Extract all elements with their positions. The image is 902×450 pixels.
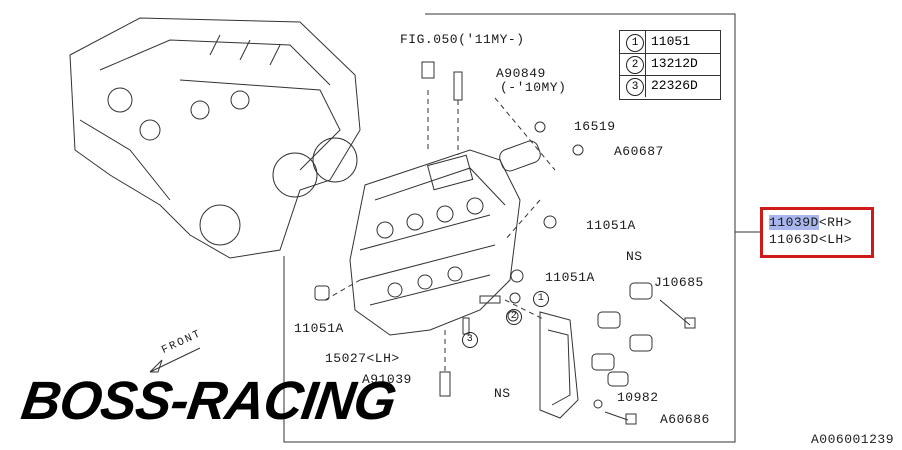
callout-16519: 16519 <box>574 119 616 134</box>
fig-reference[interactable]: FIG.050('11MY-) <box>400 32 525 47</box>
callout-j10685: J10685 <box>654 275 704 290</box>
legend-part-number: 11051 <box>651 34 691 49</box>
side-lh: <LH> <box>818 232 853 247</box>
callout-ns: NS <box>626 249 643 264</box>
callout-10982: 10982 <box>617 390 659 405</box>
legend-number: 3 <box>626 78 644 96</box>
callout-15027: 15027<LH> <box>325 351 400 366</box>
diagram-id: A006001239 <box>810 432 894 447</box>
callout-circle-3: 3 <box>462 332 478 348</box>
legend-table: 1 11051 2 13212D 3 22326D <box>619 30 721 100</box>
legend-part-number: 22326D <box>651 78 698 93</box>
callout-a91039: A91039 <box>362 372 412 387</box>
brand-watermark: BOSS-RACING <box>17 371 400 431</box>
callout-a60687: A60687 <box>614 144 664 159</box>
callout-11051a: 11051A <box>545 270 595 285</box>
legend-row: 3 22326D <box>620 75 720 97</box>
callout-a90849: A90849 <box>496 66 546 81</box>
part-number-rh[interactable]: 11039D <box>769 215 819 230</box>
legend-part-number: 13212D <box>651 56 698 71</box>
callout-a60686: A60686 <box>660 412 710 427</box>
callout-11051a: 11051A <box>294 321 344 336</box>
part-11063d-row[interactable]: 11063D<LH> <box>769 232 852 247</box>
legend-row: 1 11051 <box>620 31 720 54</box>
part-11039d-row[interactable]: 11039D<RH> <box>769 215 852 230</box>
highlight-box <box>760 207 874 258</box>
side-rh: <RH> <box>818 215 853 230</box>
callout-circle-1: 1 <box>533 291 549 307</box>
part-number-lh[interactable]: 11063D <box>769 232 819 247</box>
legend-number: 1 <box>626 34 644 52</box>
legend-number: 2 <box>626 56 644 74</box>
callout-circle-2: 2 <box>506 309 522 325</box>
callout-a90849-note: (-'10MY) <box>500 80 567 95</box>
callout-ns: NS <box>494 386 511 401</box>
legend-row: 2 13212D <box>620 53 720 76</box>
callout-11051a: 11051A <box>586 218 636 233</box>
